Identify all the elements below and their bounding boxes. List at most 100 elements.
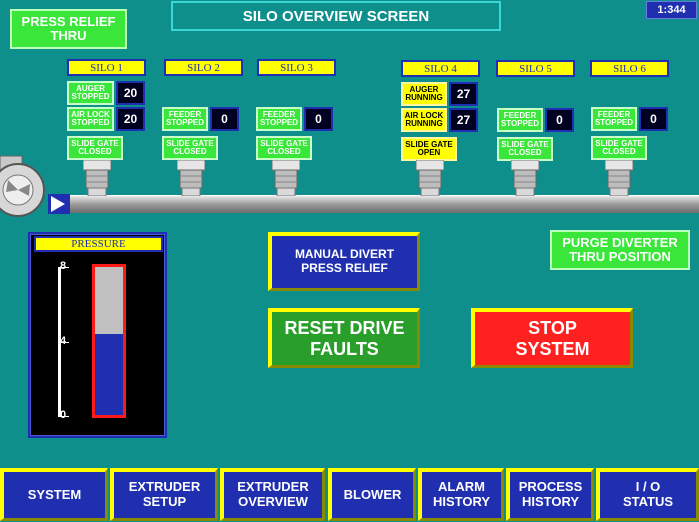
status-line: SLIDE GATE	[405, 139, 453, 149]
status-line: AIR LOCK	[404, 110, 444, 120]
silo-5-label: SILO 5	[496, 60, 575, 77]
silo-1-label: SILO 1	[67, 59, 146, 76]
status-line: AUGER	[409, 84, 439, 94]
button-line: FAULTS	[310, 338, 379, 359]
nav-line: HISTORY	[521, 494, 580, 509]
pressure-axis	[58, 267, 61, 417]
stop-system-button[interactable]: STOP SYSTEM	[471, 308, 633, 368]
status-line: FEEDER	[597, 109, 631, 119]
nav-line: EXTRUDER	[128, 479, 201, 495]
nav-system-button[interactable]: SYSTEM	[0, 468, 108, 521]
pressure-tick-max: 8	[60, 260, 67, 272]
silo-4-valve-icon	[415, 159, 445, 197]
tick-mark	[61, 342, 69, 343]
blower-icon	[0, 150, 50, 222]
status-line: SLIDE GATE	[595, 138, 643, 148]
page-title: SILO OVERVIEW SCREEN	[171, 1, 501, 31]
pipe-flow-arrow-icon	[48, 193, 70, 215]
press-relief-line2: THRU	[50, 28, 87, 43]
button-line: PRESS RELIEF	[301, 261, 388, 275]
silo-5-feeder-value: 0	[545, 108, 574, 132]
status-line: RUNNING	[405, 119, 443, 128]
status-line: STOPPED	[259, 118, 299, 127]
button-line: RESET DRIVE	[284, 317, 405, 338]
status-line: STOPPED	[71, 118, 110, 127]
silo-2-valve-icon	[176, 159, 206, 197]
silo-3-valve-icon	[271, 159, 301, 197]
reset-drive-faults-button[interactable]: RESET DRIVE FAULTS	[268, 308, 420, 368]
silo-3-label: SILO 3	[257, 59, 336, 76]
button-line: PURGE DIVERTER	[562, 234, 678, 250]
nav-line: EXTRUDER	[237, 479, 309, 495]
conveyor-pipe	[60, 195, 699, 213]
pressure-label: PRESSURE	[34, 236, 163, 252]
silo-1-airlock-value: 20	[116, 107, 145, 131]
pressure-tick-mid: 4	[60, 335, 67, 347]
silo-6-valve-icon	[604, 159, 634, 197]
status-line: SLIDE GATE	[71, 138, 119, 148]
silo-4-auger-value: 27	[449, 82, 478, 106]
silo-6-feeder-value: 0	[639, 107, 668, 131]
clock-display: 1:344	[646, 1, 697, 19]
button-line: SYSTEM	[515, 338, 590, 359]
status-line: STOPPED	[594, 118, 634, 127]
silo-3-feeder-value: 0	[304, 107, 333, 131]
silo-6-label: SILO 6	[590, 60, 669, 77]
nav-line: ALARM	[438, 479, 485, 495]
press-relief-thru-button[interactable]: PRESS RELIEF THRU	[10, 9, 127, 49]
button-line: THRU POSITION	[569, 249, 671, 264]
silo-4-label: SILO 4	[401, 60, 480, 77]
status-line: CLOSED	[267, 147, 301, 156]
status-line: AUGER	[76, 83, 105, 93]
nav-line: PROCESS	[518, 479, 583, 495]
pressure-bar-fill	[95, 333, 123, 415]
nav-line: OVERVIEW	[238, 494, 308, 509]
silo-1-valve-icon	[82, 159, 112, 197]
purge-diverter-button[interactable]: PURGE DIVERTER THRU POSITION	[550, 230, 690, 270]
status-line: SLIDE GATE	[260, 138, 308, 148]
status-line: SLIDE GATE	[501, 139, 549, 149]
nav-line: BLOWER	[343, 486, 402, 502]
press-relief-line1: PRESS RELIEF	[21, 13, 116, 29]
status-line: RUNNING	[405, 93, 443, 102]
silo-2-label: SILO 2	[164, 59, 243, 76]
status-line: CLOSED	[173, 147, 207, 156]
status-line: SLIDE GATE	[166, 138, 214, 148]
button-line: MANUAL DIVERT	[294, 247, 395, 262]
pressure-panel: PRESSURE 8 4 0	[28, 232, 167, 438]
status-line: STOPPED	[71, 92, 110, 101]
status-line: STOPPED	[165, 118, 205, 127]
nav-blower-button[interactable]: BLOWER	[328, 468, 416, 521]
status-line: FEEDER	[168, 109, 202, 119]
button-line: STOP	[528, 317, 577, 338]
status-line: CLOSED	[508, 148, 542, 157]
status-line: OPEN	[417, 148, 441, 157]
silo-1-auger-value: 20	[116, 81, 145, 105]
status-line: CLOSED	[78, 147, 112, 156]
status-line: FEEDER	[503, 110, 537, 120]
silo-5-valve-icon	[510, 159, 540, 197]
tick-mark	[61, 416, 69, 417]
manual-divert-button[interactable]: MANUAL DIVERT PRESS RELIEF	[268, 232, 420, 291]
nav-line: STATUS	[622, 494, 674, 509]
silo-2-feeder-value: 0	[210, 107, 239, 131]
status-line: CLOSED	[602, 147, 636, 156]
status-line: FEEDER	[262, 109, 296, 119]
